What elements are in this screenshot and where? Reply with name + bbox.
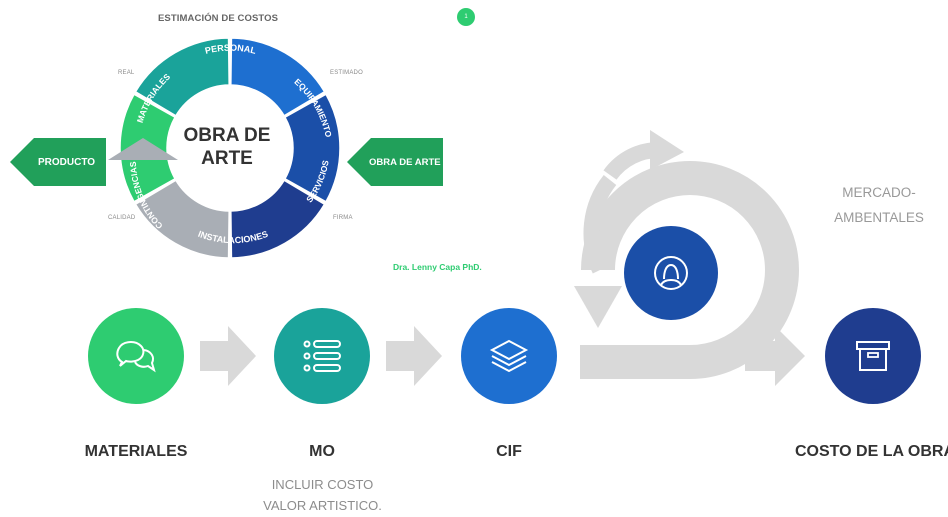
producto-arrow-label: PRODUCTO	[38, 156, 96, 168]
wheel-center-line1: OBRA DE	[184, 125, 271, 146]
chat-bubbles-icon	[116, 341, 156, 373]
wheel-segment-personal	[134, 37, 230, 117]
archive-box-icon	[856, 341, 890, 371]
wheel-segment-instalaciones	[230, 179, 326, 259]
producto-arrow	[10, 138, 106, 186]
obra-de-arte-arrow	[347, 138, 443, 186]
stage-label-mo: MO	[309, 443, 335, 460]
label-firma: FIRMA	[333, 215, 353, 221]
list-icon	[303, 340, 341, 372]
cycle-person-circle	[624, 226, 718, 320]
mo-note: INCLUIR COSTO VALOR ARTISTICO.	[240, 474, 405, 516]
obra-de-arte-arrow-label: OBRA DE ARTE	[369, 156, 441, 168]
author-credit: Dra. Lenny Capa PhD.	[393, 262, 482, 272]
contingency-arrow-head	[108, 138, 178, 160]
wheel-segment-servicios	[283, 93, 341, 203]
label-calidad: CALIDAD	[108, 215, 136, 221]
mercado-text: MERCADO- AMBENTALES	[820, 180, 938, 230]
cycle-arrow-head-down	[574, 286, 622, 328]
person-icon	[654, 256, 688, 290]
flow-arrow-1	[200, 326, 256, 386]
mercado-line1: MERCADO-	[842, 185, 916, 200]
page-number-badge: 1	[457, 8, 475, 26]
stage-label-materiales: MATERIALES	[84, 443, 188, 460]
stage-mo-circle	[274, 308, 370, 404]
cycle-arrow-head-right	[650, 130, 684, 170]
wheel-title: ESTIMACIÓN DE COSTOS	[158, 13, 279, 24]
wheel-center-line2: ARTE	[201, 148, 253, 169]
stage-label-cif: CIF	[496, 443, 522, 460]
flow-arrow-2	[386, 326, 442, 386]
wheel-segment-contingencias	[134, 179, 230, 259]
stage-cif-circle	[461, 308, 557, 404]
stage-materiales-circle	[88, 308, 184, 404]
stage-costo-circle	[825, 308, 921, 404]
flow-arrow-3	[745, 326, 805, 386]
label-real: REAL	[118, 70, 135, 76]
cycle-left-arc	[583, 175, 617, 274]
mercado-line2: AMBENTALES	[834, 210, 924, 225]
mo-note-line1: INCLUIR COSTO	[271, 477, 374, 492]
wheel-center-disc	[168, 86, 292, 210]
wheel-segment-equipamiento	[230, 37, 326, 117]
layers-icon	[489, 339, 529, 373]
label-estimado: ESTIMADO	[330, 70, 363, 76]
mo-note-line2: VALOR ARTISTICO.	[263, 498, 382, 513]
stage-label-costo: COSTO DE LA OBRA	[795, 443, 948, 460]
